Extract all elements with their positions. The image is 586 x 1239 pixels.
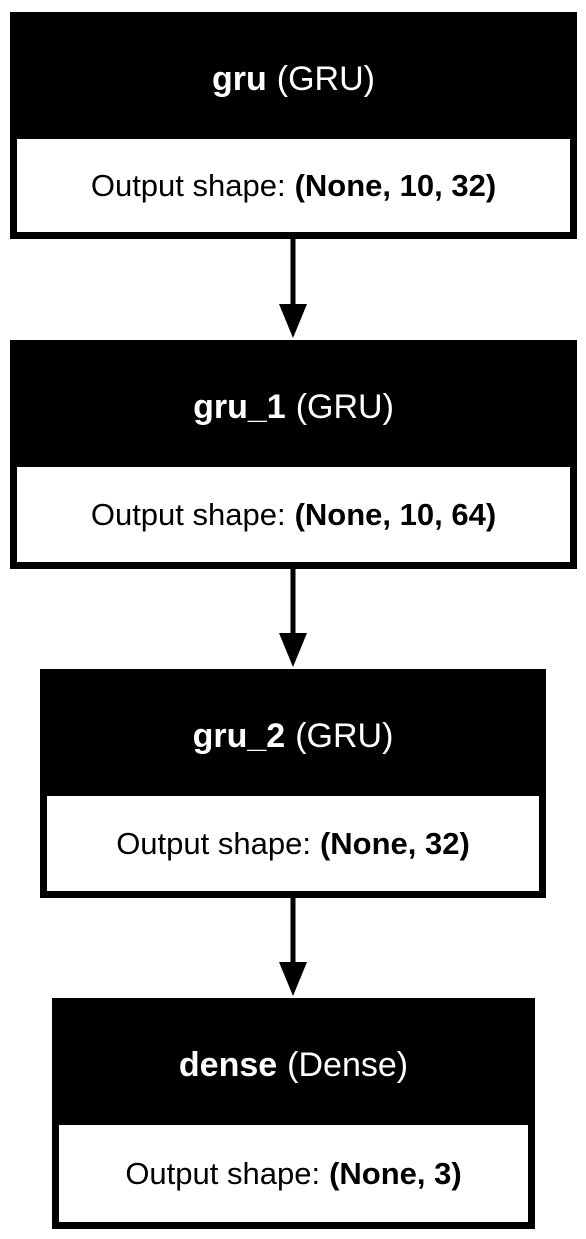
- output-shape-value: (None, 10, 32): [294, 167, 497, 203]
- arrowhead-icon: [279, 304, 307, 338]
- output-shape-label: Output shape:: [90, 167, 286, 203]
- layer-node-header: gru (GRU): [17, 19, 570, 139]
- layer-type: (GRU): [295, 716, 394, 755]
- output-shape-value: (None, 10, 64): [294, 496, 497, 532]
- arrowhead-icon: [279, 633, 307, 667]
- layer-node-header: dense (Dense): [59, 1005, 528, 1125]
- layer-node-output: Output shape: (None, 3): [59, 1125, 528, 1222]
- layer-name: dense: [178, 1045, 278, 1084]
- layer-node-output: Output shape: (None, 10, 32): [17, 139, 570, 232]
- edge-gru-1-to-gru-2: [279, 569, 307, 667]
- layer-type: (Dense): [287, 1045, 409, 1084]
- output-shape-label: Output shape:: [125, 1155, 321, 1191]
- layer-node-output: Output shape: (None, 32): [47, 796, 539, 891]
- layer-node-gru-2: gru_2 (GRU) Output shape: (None, 32): [40, 669, 546, 898]
- layer-type: (GRU): [295, 387, 394, 426]
- layer-node-gru-1: gru_1 (GRU) Output shape: (None, 10, 64): [10, 340, 577, 569]
- edge-gru-2-to-dense: [279, 898, 307, 996]
- layer-name: gru_1: [193, 387, 286, 426]
- arrowhead-icon: [279, 962, 307, 996]
- output-shape-label: Output shape:: [90, 496, 286, 532]
- output-shape-label: Output shape:: [116, 825, 311, 861]
- layer-node-header: gru_2 (GRU): [47, 676, 539, 796]
- layer-name: gru_2: [192, 716, 286, 755]
- layer-name: gru: [212, 59, 267, 98]
- layer-type: (GRU): [276, 59, 375, 98]
- layer-node-output: Output shape: (None, 10, 64): [17, 467, 570, 562]
- layer-node-header: gru_1 (GRU): [17, 347, 570, 467]
- layer-node-dense: dense (Dense) Output shape: (None, 3): [52, 998, 535, 1229]
- layer-node-gru: gru (GRU) Output shape: (None, 10, 32): [10, 12, 577, 239]
- edge-gru-to-gru-1: [279, 239, 307, 338]
- output-shape-value: (None, 3): [329, 1155, 462, 1191]
- output-shape-value: (None, 32): [319, 825, 470, 861]
